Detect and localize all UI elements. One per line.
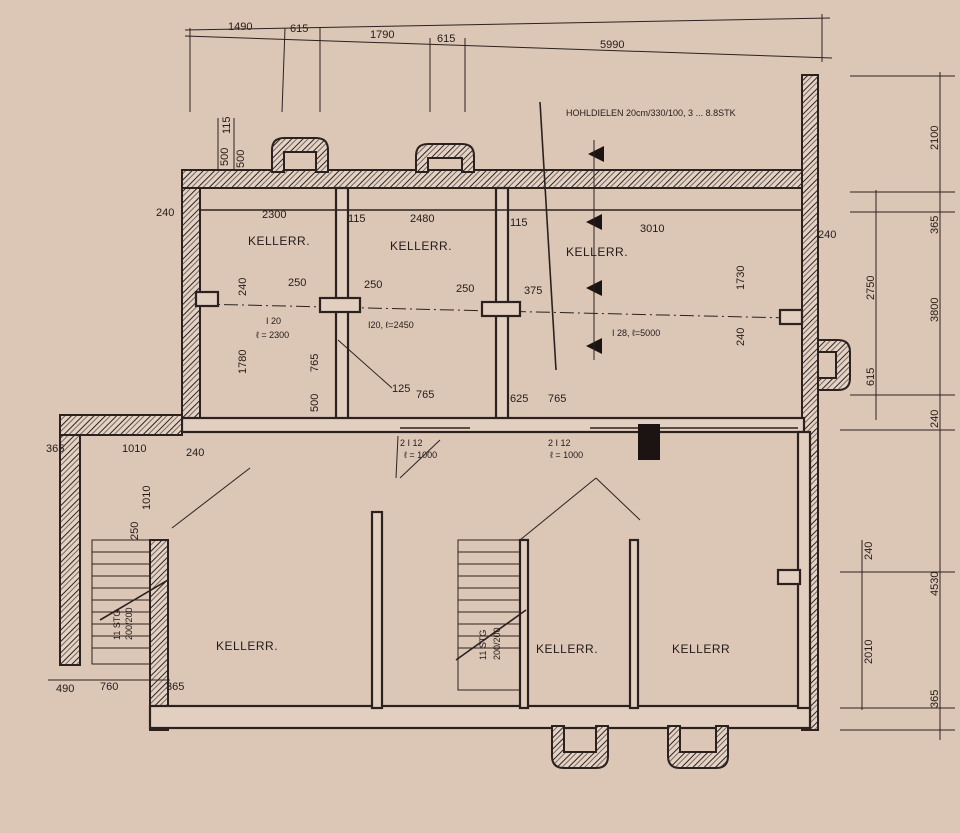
dim-inner-375: 375 <box>524 285 542 297</box>
room-label-5: KELLERR. <box>536 642 598 656</box>
wall-stair-right <box>149 539 169 731</box>
room-label-2: KELLERR. <box>390 239 452 253</box>
beam-label-5a: 2 I 12 <box>548 438 571 448</box>
dim-3800: 3800 <box>929 298 941 322</box>
dim-stair-1010: 1010 <box>122 443 146 455</box>
dim-1790: 1790 <box>370 29 394 41</box>
dim-inner-500: 500 <box>309 394 321 412</box>
dim-4530: 4530 <box>929 572 941 596</box>
dim-760: 760 <box>100 681 118 693</box>
dim-inner-625: 625 <box>510 393 528 405</box>
dim-490: 490 <box>56 683 74 695</box>
dim-inner-765c: 765 <box>548 393 566 405</box>
chimney-3 <box>817 339 851 391</box>
wall-stair-top <box>59 414 183 436</box>
dim-115b: 115 <box>510 217 528 229</box>
stair-middle-size: 200/200 <box>492 627 502 660</box>
bottom-left-dimensions: 490 760 365 <box>48 679 184 695</box>
dim-inner-240b: 240 <box>735 328 747 346</box>
stair-middle: 11 STG 200/200 <box>455 539 527 691</box>
stair-left-size: 200/200 <box>124 607 134 640</box>
wall-partition-5 <box>628 538 640 710</box>
dim-2010: 2010 <box>863 640 875 664</box>
room-label-3: KELLERR. <box>566 245 628 259</box>
chimney-1 <box>271 137 329 173</box>
dim-615b: 615 <box>437 33 455 45</box>
wall-partition-3 <box>370 510 384 710</box>
dim-inner-250b: 250 <box>364 279 382 291</box>
top-dimension-chain: 1490 615 1790 615 5990 <box>184 14 833 113</box>
right-dimension-chain: 2100 365 3800 2750 615 240 4530 240 2010… <box>840 72 955 740</box>
dim-240b: 240 <box>863 542 875 560</box>
room-label-1: KELLERR. <box>248 234 310 248</box>
dim-inner-765: 765 <box>309 354 321 372</box>
dim-365a: 365 <box>929 216 941 234</box>
room-label-4: KELLERR. <box>216 639 278 653</box>
beam-pocket-1 <box>318 296 362 314</box>
beam-label-5b: ℓ = 1000 <box>550 450 583 460</box>
dim-stair-250: 250 <box>129 522 141 540</box>
dim-240a: 240 <box>929 410 941 428</box>
dim-365b: 365 <box>929 690 941 708</box>
beam-pocket-2 <box>480 300 522 318</box>
dim-1490: 1490 <box>228 21 252 33</box>
dim-115a: 115 <box>348 213 366 225</box>
dim-500b: 500 <box>235 150 247 168</box>
stair-middle-steps: 11 STG <box>478 630 488 660</box>
chimneys <box>271 137 851 769</box>
beam-label-3: I 28, ℓ=5000 <box>612 328 660 338</box>
dim-inner-1780: 1780 <box>237 350 249 374</box>
beam-label-1b: ℓ = 2300 <box>256 330 289 340</box>
dim-365: 365 <box>166 681 184 693</box>
dim-615: 615 <box>865 368 877 386</box>
wall-bottom <box>148 704 812 730</box>
slab-note: HOHLDIELEN 20cm/330/100, 3 ... 8.8STK <box>566 108 736 118</box>
beam-pocket-3 <box>194 290 220 308</box>
dim-5990: 5990 <box>600 39 624 51</box>
beam-label-4b: ℓ = 1000 <box>404 450 437 460</box>
dim-stair-1010b: 1010 <box>141 486 153 510</box>
dim-2480: 2480 <box>410 213 434 225</box>
wall-middle <box>180 416 806 434</box>
chimney-4 <box>551 725 609 769</box>
chimney-dimensions: 500 115 500 <box>217 116 247 172</box>
dim-500a: 500 <box>219 148 231 166</box>
beam-label-1a: I 20 <box>266 316 281 326</box>
dim-stair-365: 365 <box>46 443 64 455</box>
dim-115: 115 <box>221 116 233 134</box>
beam-pocket-4 <box>778 308 804 326</box>
dim-inner-1730: 1730 <box>735 266 747 290</box>
walls <box>59 74 819 731</box>
chimney-2 <box>415 143 475 173</box>
dim-615a: 615 <box>290 23 308 35</box>
room-label-6: KELLERR <box>672 642 730 656</box>
wall-stub <box>776 568 802 586</box>
dim-240-right: 240 <box>818 229 836 241</box>
dim-inner-250a: 250 <box>288 277 306 289</box>
beam-label-4a: 2 I 12 <box>400 438 423 448</box>
dim-2750: 2750 <box>865 276 877 300</box>
beam-lines <box>171 101 804 586</box>
dim-inner-765b: 765 <box>416 389 434 401</box>
chimney-5 <box>667 725 729 769</box>
dim-2300: 2300 <box>262 209 286 221</box>
dim-stair-240: 240 <box>186 447 204 459</box>
stair-left-steps: 11 STG <box>112 610 122 640</box>
dim-inner-240: 240 <box>237 278 249 296</box>
arrow-marker <box>588 146 604 162</box>
wall-partition-4 <box>518 538 530 710</box>
column-block <box>638 424 660 460</box>
beam-label-2: I20, ℓ=2450 <box>368 320 414 330</box>
stair-left: 11 STG 200/200 <box>91 539 169 665</box>
slab-markers <box>586 140 604 360</box>
dim-2100: 2100 <box>929 126 941 150</box>
dim-inner-125: 125 <box>392 383 410 395</box>
dim-240-left: 240 <box>156 207 174 219</box>
dim-inner-250c: 250 <box>456 283 474 295</box>
dim-3010: 3010 <box>640 223 664 235</box>
